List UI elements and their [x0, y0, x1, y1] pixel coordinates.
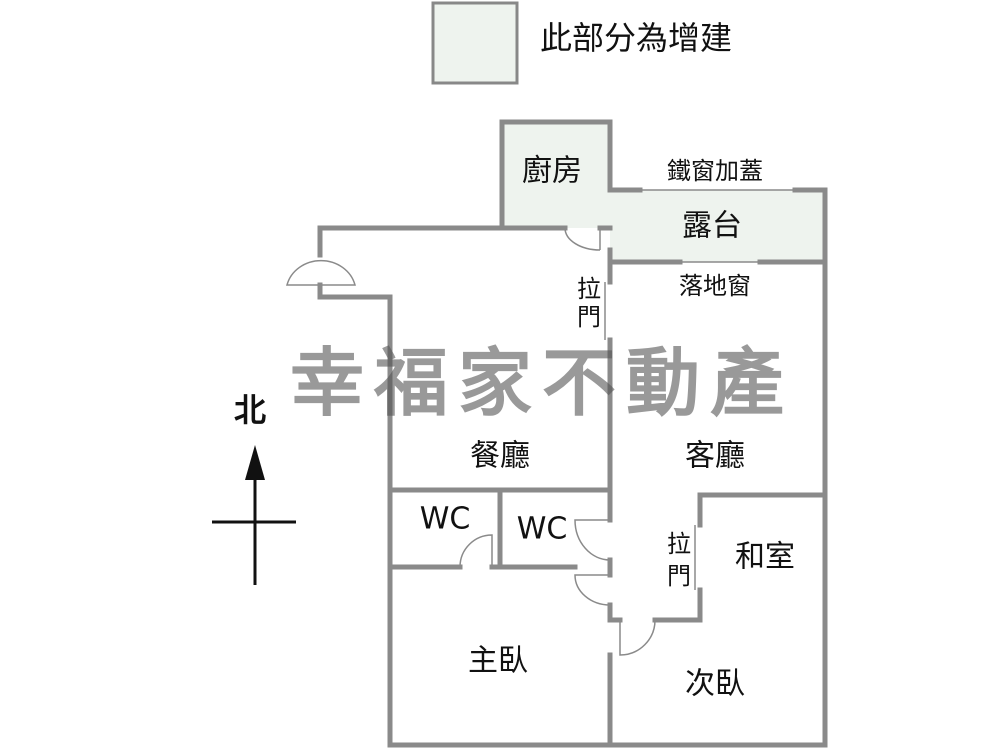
legend-swatch — [431, 1, 519, 85]
label-balcony: 露台 — [682, 209, 742, 244]
watermark: 幸福家不動產 — [290, 341, 794, 427]
label-japanese-room: 和室 — [735, 540, 795, 575]
label-wc1: WC — [420, 502, 471, 537]
doors — [286, 227, 656, 656]
label-iron-window: 鐵窗加蓋 — [667, 157, 763, 185]
label-sliding-door-1b: 門 — [577, 303, 601, 331]
label-wc2: WC — [517, 512, 568, 547]
legend-text: 此部分為增建 — [540, 19, 732, 57]
label-living: 客廳 — [685, 439, 745, 474]
kitchen-area — [502, 122, 610, 228]
label-sliding-door-2b: 門 — [667, 562, 691, 590]
walls — [317, 119, 828, 748]
label-sliding-door-2a: 拉 — [667, 530, 691, 558]
label-second-bedroom: 次臥 — [685, 667, 745, 702]
north-arrow: 北 — [212, 391, 296, 585]
label-kitchen: 廚房 — [522, 154, 582, 189]
balcony-area — [610, 190, 825, 262]
label-master-bedroom: 主臥 — [468, 644, 528, 679]
north-label: 北 — [234, 391, 266, 429]
label-floor-window: 落地窗 — [679, 272, 751, 300]
label-dining: 餐廳 — [470, 439, 530, 474]
arrow-up-icon — [245, 445, 265, 480]
label-sliding-door-1a: 拉 — [577, 275, 601, 303]
